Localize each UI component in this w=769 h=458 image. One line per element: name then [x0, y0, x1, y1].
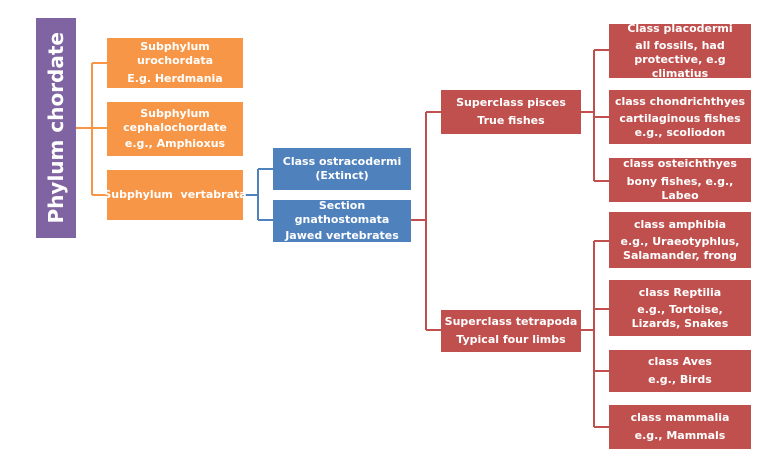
class-chondrichthyes-note: cartilaginous fishes e.g., scoliodon	[619, 111, 741, 139]
superclass-tetrapoda-title: Superclass tetrapoda	[444, 315, 578, 328]
class-aves-title: class Aves	[648, 355, 712, 368]
subphylum-cephalochordate-box: Subphylum cephalochordate e.g., Amphioxu…	[107, 102, 243, 156]
section-gnathostomata-title: Section gnathostomata	[294, 199, 390, 226]
class-reptilia-title: class Reptilia	[638, 285, 722, 299]
subphylum-urochordata-box: Subphylum urochordata E.g. Herdmania	[107, 38, 243, 88]
class-amphibia-note: e.g., Uraeotyphlus, Salamander, frong	[620, 234, 740, 262]
class-osteichthyes-title: class osteichthyes	[623, 157, 737, 170]
phylum-chordate-box: Phylum chordate	[36, 18, 76, 238]
subphylum-cephalochordate-title: Subphylum cephalochordate	[123, 107, 227, 134]
class-ostracodermi-box: Class ostracodermi (Extinct)	[273, 148, 411, 190]
class-mammalia-title: class mammalia	[630, 411, 730, 424]
subphylum-urochordata-title: Subphylum urochordata	[136, 40, 214, 67]
class-chondrichthyes-box: class chondrichthyes cartilaginous fishe…	[609, 90, 751, 144]
subphylum-vertabrata-title: Subphylum vertabrata	[103, 188, 247, 201]
class-mammalia-note: e.g., Mammals	[634, 429, 726, 442]
subphylum-vertabrata-box: Subphylum vertabrata	[103, 170, 247, 220]
subphylum-urochordata-example: E.g. Herdmania	[127, 72, 223, 85]
section-gnathostomata-note: Jawed vertebrates	[285, 229, 399, 242]
class-placodermi-title: Class placodermi	[627, 21, 733, 35]
class-ostracodermi-note: (Extinct)	[315, 169, 369, 182]
class-aves-box: class Aves e.g., Birds	[609, 350, 751, 392]
superclass-pisces-note: True fishes	[477, 114, 545, 127]
class-mammalia-box: class mammalia e.g., Mammals	[609, 405, 751, 449]
superclass-tetrapoda-note: Typical four limbs	[456, 333, 566, 346]
class-placodermi-note: all fossils, had protective, e.g climati…	[634, 38, 726, 80]
class-chondrichthyes-title: class chondrichthyes	[614, 94, 746, 108]
superclass-tetrapoda-box: Superclass tetrapoda Typical four limbs	[441, 310, 581, 352]
superclass-pisces-title: Superclass pisces	[456, 96, 566, 109]
subphylum-cephalochordate-example: e.g., Amphioxus	[124, 137, 226, 150]
class-osteichthyes-box: class osteichthyes bony fishes, e.g., La…	[609, 157, 751, 202]
section-gnathostomata-box: Section gnathostomata Jawed vertebrates	[273, 199, 411, 242]
class-ostracodermi-title: Class ostracodermi	[282, 155, 402, 168]
class-amphibia-title: class amphibia	[633, 217, 727, 231]
class-reptilia-note: e.g., Tortoise, Lizards, Snakes	[631, 302, 729, 330]
superclass-pisces-box: Superclass pisces True fishes	[441, 90, 581, 134]
phylum-chordate-label: Phylum chordate	[44, 32, 68, 224]
class-placodermi-box: Class placodermi all fossils, had protec…	[609, 21, 751, 80]
class-amphibia-box: class amphibia e.g., Uraeotyphlus, Salam…	[609, 212, 751, 268]
class-aves-note: e.g., Birds	[648, 373, 712, 386]
class-osteichthyes-note: bony fishes, e.g., Labeo	[626, 175, 734, 202]
class-reptilia-box: class Reptilia e.g., Tortoise, Lizards, …	[609, 280, 751, 336]
